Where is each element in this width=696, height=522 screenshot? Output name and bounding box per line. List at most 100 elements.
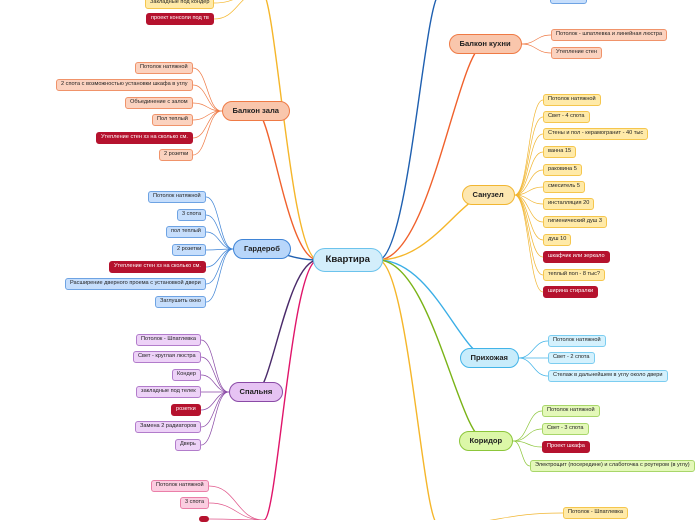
leaf-connector-balcony-hall-1 — [192, 84, 222, 112]
branch-connector-bathroom — [377, 194, 489, 261]
leaf-connector-balcony-hall-5 — [192, 110, 222, 156]
leaf-connector-bedroom-1 — [200, 356, 229, 393]
leaf-bedroom-4[interactable]: розетки — [171, 404, 201, 416]
branch-balcony-kitchen[interactable]: Балкон кухни — [448, 34, 522, 54]
leaf-connector-corridor-1 — [513, 428, 543, 442]
leaf-connector-top-left-0 — [213, 0, 234, 4]
leaf-connector-bathroom-1 — [514, 116, 544, 196]
leaf-bottom-left-2[interactable] — [199, 516, 209, 522]
leaf-connector-bottom-right-0 — [489, 512, 564, 520]
branch-bathroom[interactable]: Санузел — [461, 185, 515, 205]
leaf-wardrobe-6[interactable]: Заглушить окно — [155, 296, 206, 308]
leaf-bedroom-2[interactable]: Кондер — [172, 369, 201, 381]
branch-connector-balcony-kitchen — [377, 43, 486, 261]
branch-hallway[interactable]: Прихожая — [459, 348, 519, 368]
leaf-bedroom-1[interactable]: Свет - круглая люстра — [133, 351, 201, 363]
leaf-connector-bedroom-2 — [200, 374, 229, 393]
leaf-bedroom-5[interactable]: Замена 2 радиаторов — [135, 421, 202, 433]
leaf-top-left-1[interactable]: проект консоли под тв — [146, 13, 214, 25]
leaf-corridor-1[interactable]: Свет - 3 спота — [542, 423, 589, 435]
leaf-connector-bedroom-6 — [200, 391, 229, 446]
leaf-bathroom-9[interactable]: шкафчик или зеркало — [543, 251, 610, 263]
leaf-bathroom-0[interactable]: Потолок натяжной — [543, 94, 601, 106]
leaf-connector-balcony-hall-2 — [192, 102, 222, 112]
leaf-connector-balcony-hall-0 — [192, 67, 222, 112]
branch-corridor[interactable]: Коридор — [458, 431, 514, 451]
leaf-connector-top-left-1 — [213, 0, 244, 20]
leaf-bedroom-6[interactable]: Дверь — [175, 439, 201, 451]
leaf-balcony-kitchen-0[interactable]: Потолок - шпатлевка и линейная люстра — [551, 29, 668, 41]
branch-balcony-hall[interactable]: Балкон зала — [221, 101, 290, 121]
root-node[interactable]: Квартира — [312, 248, 383, 272]
leaf-connector-bathroom-4 — [514, 169, 544, 196]
leaf-bathroom-3[interactable]: ванна 15 — [543, 146, 577, 158]
leaf-wardrobe-0[interactable]: Потолок натяжной — [148, 191, 206, 203]
branch-connector-bottom-right — [377, 259, 436, 520]
leaf-connector-hallway-2 — [518, 357, 549, 377]
leaf-top-left-0[interactable]: Закладные под кондер — [145, 0, 215, 9]
leaf-balcony-hall-5[interactable]: 2 розетки — [159, 149, 194, 161]
leaf-wardrobe-1[interactable]: 3 спота — [177, 209, 207, 221]
leaf-bathroom-5[interactable]: смеситель 5 — [543, 181, 585, 193]
leaf-balcony-kitchen-1[interactable]: Утепление стен — [551, 47, 602, 59]
leaf-connector-balcony-kitchen-1 — [521, 43, 552, 54]
leaf-connector-wardrobe-1 — [205, 214, 234, 250]
branch-wardrobe[interactable]: Гардероб — [233, 239, 291, 259]
leaf-connector-hallway-0 — [518, 340, 549, 359]
leaf-connector-corridor-3 — [513, 440, 531, 467]
leaf-bottom-left-0[interactable]: Потолок натяжной — [151, 480, 209, 492]
leaf-wardrobe-2[interactable]: пол теплый — [166, 226, 206, 238]
leaf-bottom-left-1[interactable]: 3 спота — [180, 497, 210, 509]
leaf-connector-corridor-2 — [513, 440, 543, 448]
branch-connector-top-right — [377, 0, 437, 261]
leaf-hallway-0[interactable]: Потолок натяжной — [548, 335, 606, 347]
leaf-corridor-0[interactable]: Потолок натяжной — [542, 405, 600, 417]
branch-bedroom[interactable]: Спальня — [228, 382, 284, 402]
leaf-top-right-0[interactable]: радиатора — [550, 0, 588, 4]
leaf-connector-balcony-kitchen-0 — [521, 34, 552, 45]
leaf-bathroom-8[interactable]: душ 10 — [543, 234, 572, 246]
leaf-balcony-hall-3[interactable]: Пол теплый — [152, 114, 193, 126]
leaf-bedroom-0[interactable]: Потолок - Шпатлевка — [136, 334, 201, 346]
leaf-connector-bottom-left-0 — [208, 485, 265, 520]
leaf-connector-wardrobe-4 — [205, 248, 234, 268]
leaf-connector-bathroom-10 — [514, 194, 544, 276]
leaf-balcony-hall-2[interactable]: Объединение с залом — [125, 97, 193, 109]
leaf-connector-bathroom-3 — [514, 151, 544, 196]
leaf-hallway-2[interactable]: Стелаж в дальнейшем в углу около двери — [548, 370, 668, 382]
leaf-connector-bedroom-0 — [200, 339, 229, 393]
leaf-connector-bottom-left-1 — [208, 502, 265, 520]
leaf-wardrobe-4[interactable]: Утепление стен хз на сколько см. — [109, 261, 206, 273]
branch-connector-top-left — [265, 0, 319, 261]
branch-connector-bedroom — [255, 259, 319, 393]
leaf-connector-bathroom-11 — [514, 194, 544, 293]
leaf-connector-bedroom-4 — [200, 391, 229, 411]
leaf-connector-wardrobe-6 — [205, 248, 234, 303]
leaf-connector-wardrobe-0 — [205, 196, 234, 250]
leaf-bottom-right-0[interactable]: Потолок - Шпатлевка — [563, 507, 628, 519]
leaf-wardrobe-3[interactable]: 2 розетки — [172, 244, 207, 256]
leaf-bedroom-3[interactable]: закладные под телек — [136, 386, 201, 398]
leaf-connector-corridor-0 — [513, 410, 543, 442]
leaf-bathroom-6[interactable]: инсталляция 20 — [543, 198, 595, 210]
leaf-bathroom-10[interactable]: теплый пол - 8 тыс? — [543, 269, 606, 281]
leaf-connector-bathroom-5 — [514, 186, 544, 196]
leaf-bathroom-4[interactable]: раковина 5 — [543, 164, 582, 176]
leaf-hallway-1[interactable]: Свет - 2 спота — [548, 352, 595, 364]
leaf-connector-bathroom-2 — [514, 133, 544, 196]
leaf-connector-bathroom-0 — [514, 99, 544, 196]
leaf-bathroom-7[interactable]: гигиенический душ 3 — [543, 216, 607, 228]
branch-connector-bottom-left — [263, 259, 319, 520]
leaf-balcony-hall-4[interactable]: Утепление стен хз на сколько см. — [96, 132, 193, 144]
leaf-bathroom-1[interactable]: Свет - 4 спота — [543, 111, 590, 123]
leaf-bathroom-2[interactable]: Стены и пол - керамогранит - 40 тыс — [543, 128, 649, 140]
leaf-corridor-2[interactable]: Проект шкафа — [542, 441, 590, 453]
leaf-balcony-hall-1[interactable]: 2 спота с возможностью установки шкафа в… — [56, 79, 193, 91]
leaf-balcony-hall-0[interactable]: Потолок натяжной — [135, 62, 193, 74]
branch-connector-hallway — [377, 259, 490, 359]
leaf-bathroom-11[interactable]: ширина стиралки — [543, 286, 599, 298]
leaf-wardrobe-5[interactable]: Расширение дверного проема с установкой … — [65, 278, 206, 290]
leaf-corridor-3[interactable]: Электрощит (посередине) и слаботочка с р… — [530, 460, 695, 472]
leaf-connector-bathroom-9 — [514, 194, 544, 258]
branch-connector-balcony-hall — [255, 110, 319, 261]
